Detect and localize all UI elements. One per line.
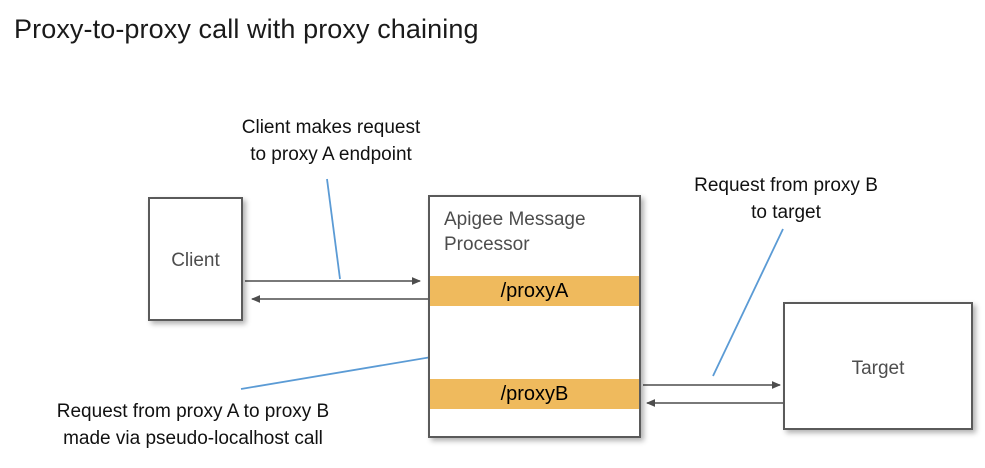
proxy-band-proxya-label: /proxyA bbox=[500, 279, 569, 302]
proxy-band-proxya[interactable]: /proxyA bbox=[430, 276, 639, 306]
page-title: Proxy-to-proxy call with proxy chaining bbox=[14, 14, 479, 44]
node-message-processor[interactable]: Apigee Message Processor /proxyA /proxyB bbox=[428, 195, 641, 438]
node-target[interactable]: Target bbox=[783, 302, 973, 430]
leader-line-proxy-b-to-target bbox=[712, 228, 784, 377]
annotation-proxy-b-to-target: Request from proxy B to target bbox=[694, 175, 878, 223]
node-message-processor-title: Apigee Message Processor bbox=[444, 209, 586, 255]
proxy-band-proxyb[interactable]: /proxyB bbox=[430, 379, 639, 409]
annotation-client-request: Client makes request to proxy A endpoint bbox=[241, 117, 421, 165]
node-client-label: Client bbox=[171, 250, 220, 271]
leader-line-client-request bbox=[326, 178, 341, 280]
proxy-band-proxyb-label: /proxyB bbox=[500, 382, 569, 405]
node-target-label: Target bbox=[851, 358, 905, 379]
annotation-proxy-a-to-proxy-b: Request from proxy A to proxy B made via… bbox=[56, 401, 330, 449]
node-client[interactable]: Client bbox=[148, 197, 243, 321]
